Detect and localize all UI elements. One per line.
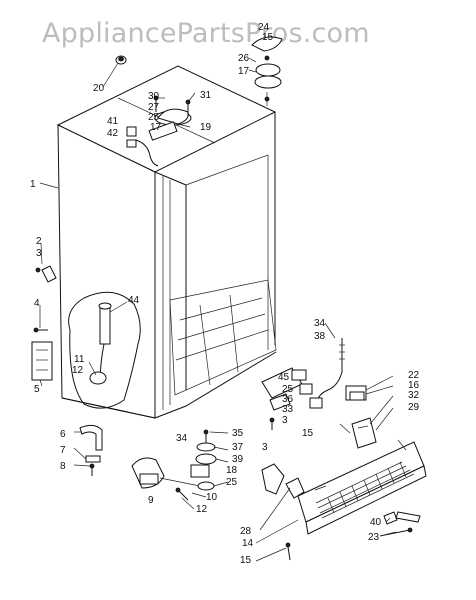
part-20-cap: [115, 55, 127, 65]
callout-4: 4: [34, 298, 40, 309]
connector-parts: [345, 385, 377, 449]
callout-41: 41: [107, 116, 119, 127]
callout-6: 6: [60, 429, 66, 440]
bottom-hinge: [131, 457, 201, 501]
callout-17b: 17: [238, 66, 250, 77]
callout-24: 24: [258, 22, 270, 33]
callout-12a: 12: [72, 365, 84, 376]
callout-3a: 3: [36, 248, 42, 259]
callout-25c: 25: [226, 477, 238, 488]
callout-8: 8: [60, 461, 66, 472]
callout-25b: 25: [282, 384, 294, 395]
callout-20: 20: [93, 83, 105, 94]
callout-7: 7: [60, 445, 66, 456]
callout-28: 28: [240, 526, 252, 537]
callout-34a: 34: [314, 318, 326, 329]
callout-26: 26: [238, 53, 250, 64]
callout-35: 35: [232, 428, 244, 439]
callout-25a: 25: [148, 112, 160, 123]
callout-42: 42: [107, 128, 119, 139]
callout-45: 45: [278, 372, 290, 383]
callout-36: 36: [282, 394, 294, 405]
callout-27: 27: [148, 102, 160, 113]
bracket-assembly: [261, 338, 345, 430]
callout-33: 33: [282, 404, 294, 415]
callout-3c: 3: [262, 442, 268, 453]
callout-30: 30: [148, 91, 160, 102]
front-lower-parts: [261, 463, 305, 561]
grille-clips: [379, 511, 421, 537]
callout-10: 10: [206, 492, 218, 503]
callout-15a: 15: [262, 32, 274, 43]
callout-37: 37: [232, 442, 244, 453]
front-grille: [297, 441, 427, 535]
callout-14: 14: [242, 538, 254, 549]
callout-16: 16: [408, 380, 420, 391]
center-lower-parts: [190, 429, 217, 491]
callout-23: 23: [368, 532, 380, 543]
callout-22: 22: [408, 370, 420, 381]
callout-15b: 15: [302, 428, 314, 439]
callout-38: 38: [314, 331, 326, 342]
callout-40: 40: [370, 517, 382, 528]
left-bracket-parts: [31, 265, 57, 381]
callout-12b: 12: [196, 504, 208, 515]
callout-18: 18: [226, 465, 238, 476]
callout-44: 44: [128, 295, 140, 306]
callout-3b: 3: [282, 415, 288, 426]
top-hinge-assembly: [126, 95, 192, 167]
callout-9: 9: [148, 495, 154, 506]
callout-labels: 1 20 30 27 25 17 31 19 41 42 24 15 26 17…: [30, 22, 420, 566]
callout-34b: 34: [176, 433, 188, 444]
side-cutaway: [68, 291, 141, 409]
callout-1: 1: [30, 179, 36, 190]
callout-19: 19: [200, 122, 212, 133]
callout-11: 11: [74, 354, 85, 365]
lower-left-parts: [79, 424, 103, 476]
callout-5: 5: [34, 384, 40, 395]
top-right-hinge: [251, 36, 283, 106]
callout-31: 31: [200, 90, 212, 101]
callout-29: 29: [408, 402, 420, 413]
callout-15c: 15: [240, 555, 252, 566]
callout-39: 39: [232, 454, 244, 465]
callout-32: 32: [408, 390, 420, 401]
callout-2: 2: [36, 236, 42, 247]
leader-lines: [39, 57, 407, 562]
callout-17a: 17: [150, 122, 162, 133]
watermark: AppliancePartsPros.com: [42, 18, 370, 49]
